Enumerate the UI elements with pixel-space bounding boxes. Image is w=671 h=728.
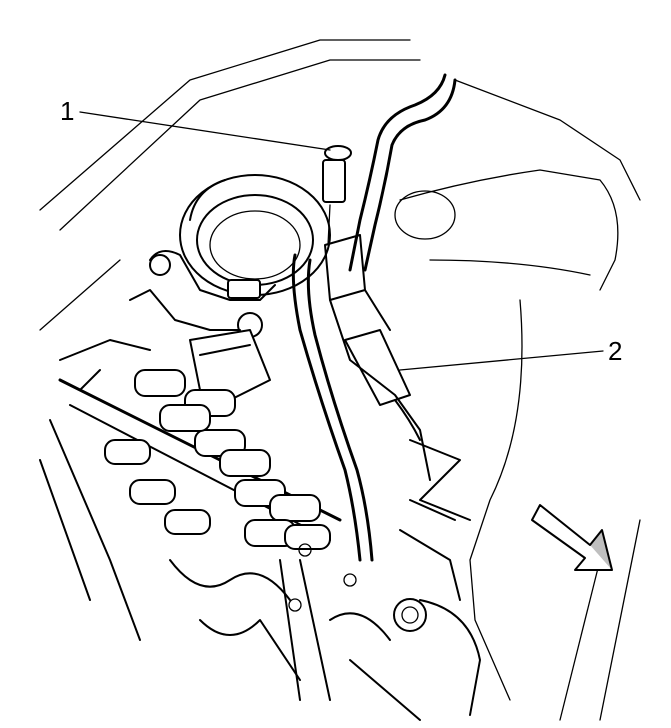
callout-label-1: 1 xyxy=(60,96,75,126)
brake-booster xyxy=(129,174,331,338)
vacuum-hose xyxy=(291,73,457,562)
fastener-bolt xyxy=(322,145,352,246)
lower-engine xyxy=(169,543,481,721)
master-cylinder xyxy=(189,329,271,401)
callout-label-2: 2 xyxy=(608,336,623,366)
arrow-right-down-icon xyxy=(531,504,613,571)
callout-2-leader xyxy=(399,350,604,371)
callout-1-leader xyxy=(79,111,331,151)
body-panels xyxy=(39,39,641,721)
hose-bracket xyxy=(324,234,471,601)
fuel-rail xyxy=(39,339,342,641)
ignition-coils xyxy=(104,369,331,550)
